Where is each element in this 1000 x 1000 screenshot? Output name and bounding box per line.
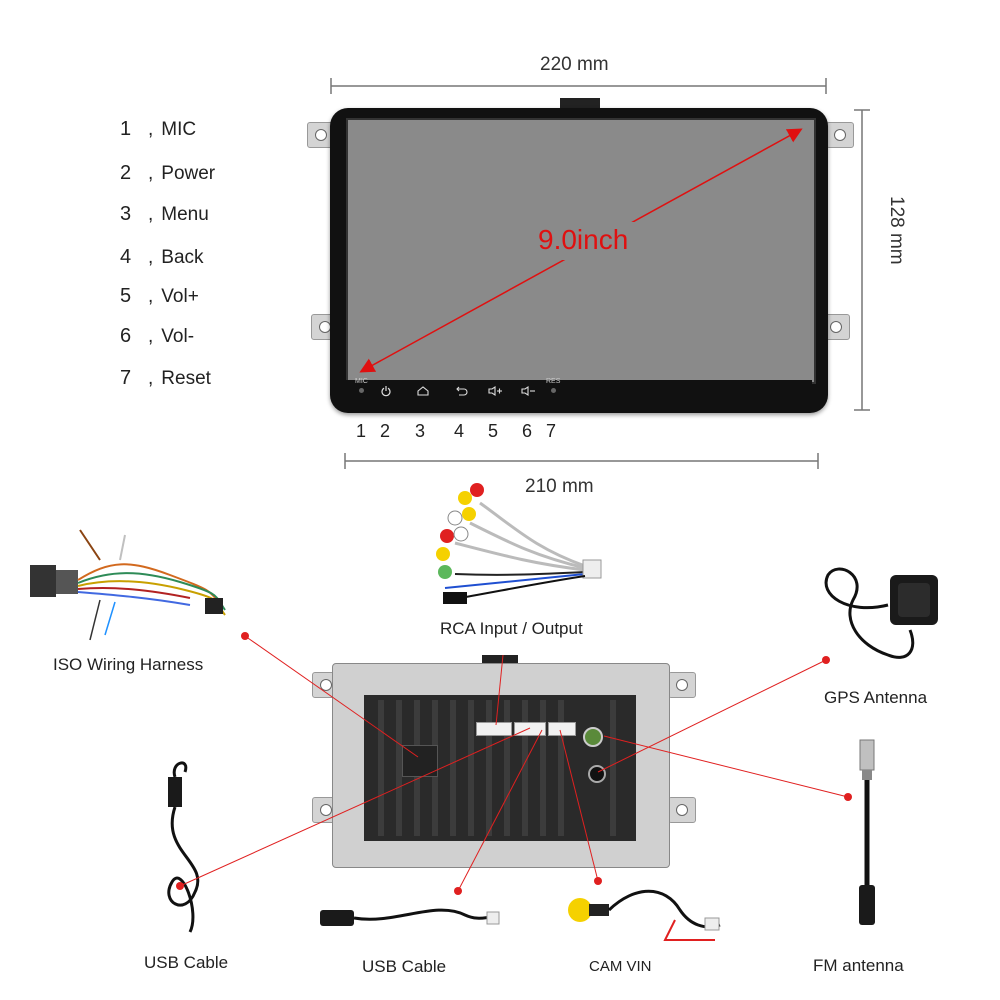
mount-bracket bbox=[826, 122, 854, 148]
legend-number: 6 bbox=[120, 325, 132, 347]
legend-number: 5 bbox=[120, 285, 132, 307]
cam-vin-cable-image bbox=[568, 889, 721, 941]
usb-cable-left-image bbox=[167, 761, 200, 933]
screen-size-label: 9.0inch bbox=[538, 224, 629, 255]
legend-item: 6, Vol- bbox=[120, 325, 194, 348]
fm-antenna-label: FM antenna bbox=[813, 956, 904, 975]
gps-antenna-image bbox=[824, 567, 938, 659]
legend-separator: , bbox=[148, 326, 154, 347]
home-icon[interactable] bbox=[415, 385, 431, 399]
top-clip bbox=[560, 98, 600, 110]
legend-separator: , bbox=[148, 163, 154, 184]
mic-label: MIC bbox=[355, 378, 368, 385]
volume-down-icon[interactable] bbox=[520, 385, 536, 399]
back-top-clip bbox=[482, 655, 518, 665]
legend-label: Menu bbox=[161, 204, 209, 225]
bottom-width-label: 210 mm bbox=[525, 476, 594, 497]
usb-cable-center-image bbox=[320, 908, 500, 926]
legend-label: Power bbox=[161, 163, 216, 184]
volume-up-icon[interactable] bbox=[487, 385, 503, 399]
legend-label: Reset bbox=[161, 368, 211, 389]
back-icon[interactable] bbox=[453, 385, 469, 399]
legend-label: Back bbox=[161, 247, 204, 268]
button-number: 3 bbox=[415, 421, 426, 441]
rca-port bbox=[476, 722, 512, 736]
legend-number: 3 bbox=[120, 203, 132, 225]
cam-vin-label: CAM VIN bbox=[589, 958, 652, 975]
reset-label: RES bbox=[546, 378, 561, 385]
legend-item: 1, MIC bbox=[120, 118, 196, 141]
button-number: 5 bbox=[488, 421, 499, 441]
back-mount-bracket bbox=[668, 672, 696, 698]
iso-harness-label: ISO Wiring Harness bbox=[53, 655, 204, 674]
power-icon[interactable] bbox=[378, 385, 394, 399]
fm-antenna-image bbox=[859, 739, 875, 925]
legend-item: 4, Back bbox=[120, 246, 204, 269]
legend-number: 7 bbox=[120, 367, 132, 389]
back-mount-bracket bbox=[668, 797, 696, 823]
legend-label: Vol- bbox=[161, 326, 195, 347]
legend-separator: , bbox=[148, 204, 154, 225]
legend-separator: , bbox=[148, 119, 154, 140]
gps-port bbox=[583, 727, 603, 747]
legend-number: 4 bbox=[120, 246, 132, 268]
button-number: 7 bbox=[546, 421, 557, 441]
button-number: 6 bbox=[522, 421, 533, 441]
legend-label: MIC bbox=[161, 119, 197, 140]
legend-separator: , bbox=[148, 368, 154, 389]
usb-port bbox=[514, 722, 546, 736]
top-width-label: 220 mm bbox=[540, 54, 609, 75]
front-button-bar bbox=[346, 380, 812, 404]
iso-harness-image bbox=[30, 529, 226, 641]
legend-item: 3, Menu bbox=[120, 203, 209, 226]
usb-cable-center-label: USB Cable bbox=[362, 957, 447, 976]
legend-item: 7, Reset bbox=[120, 367, 211, 390]
mic-hole-icon bbox=[359, 388, 364, 393]
legend-label: Vol+ bbox=[161, 286, 199, 307]
cam-port bbox=[548, 722, 576, 736]
button-number: 2 bbox=[380, 421, 391, 441]
gps-antenna-label: GPS Antenna bbox=[824, 688, 928, 707]
button-number: 1 bbox=[356, 421, 367, 441]
fm-port bbox=[588, 765, 606, 783]
button-number: 4 bbox=[454, 421, 465, 441]
rca-label: RCA Input / Output bbox=[440, 619, 583, 638]
legend-item: 2, Power bbox=[120, 162, 215, 185]
usb-cable-left-label: USB Cable bbox=[144, 953, 229, 972]
reset-hole-icon[interactable] bbox=[551, 388, 556, 393]
legend-number: 1 bbox=[120, 118, 132, 140]
rca-cable-image bbox=[436, 483, 602, 604]
legend-separator: , bbox=[148, 286, 154, 307]
legend-number: 2 bbox=[120, 162, 132, 184]
legend-separator: , bbox=[148, 247, 154, 268]
legend-item: 5, Vol+ bbox=[120, 285, 199, 308]
